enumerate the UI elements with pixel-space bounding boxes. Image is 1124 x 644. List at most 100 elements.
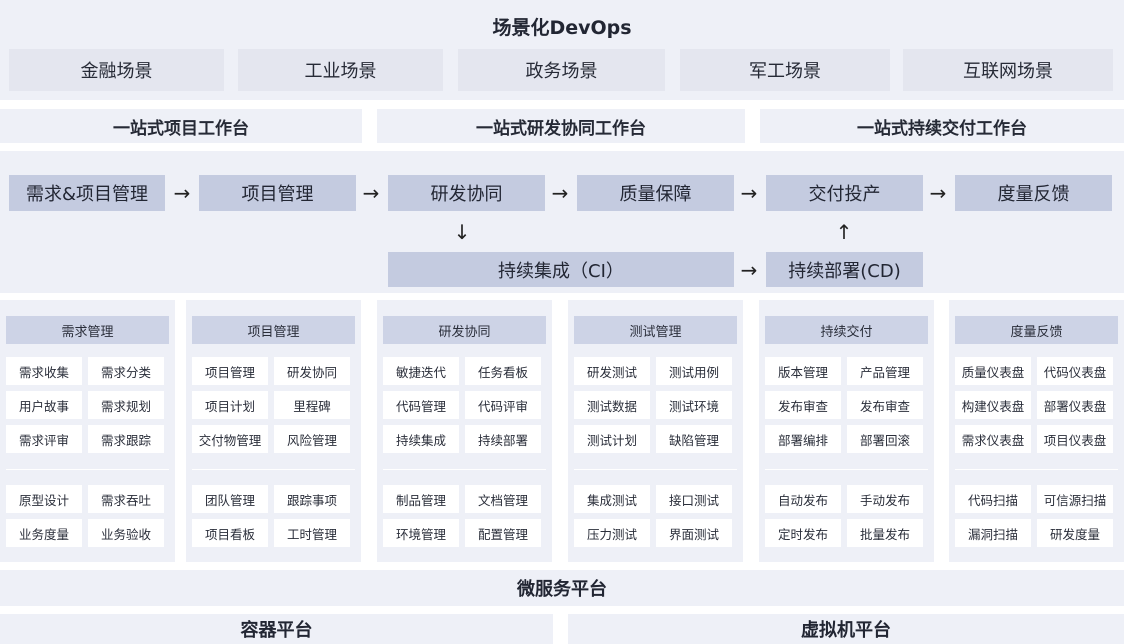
module-item: 需求仪表盘: [955, 425, 1031, 453]
module-item: 定时发布: [765, 519, 841, 547]
module-divider: [383, 469, 546, 470]
module-item: 敏捷迭代: [383, 357, 459, 385]
module-item: 压力测试: [574, 519, 650, 547]
module-item: 持续部署: [465, 425, 541, 453]
module-column: 度量反馈质量仪表盘代码仪表盘构建仪表盘部署仪表盘需求仪表盘项目仪表盘代码扫描可信…: [949, 300, 1124, 562]
scenario-finance: 金融场景: [9, 49, 224, 91]
flow-cd: 持续部署(CD): [766, 252, 923, 287]
flow-step-rd: 研发协同: [388, 175, 545, 211]
module-divider: [574, 469, 737, 470]
module-item: 测试用例: [656, 357, 732, 385]
module-item: 工时管理: [274, 519, 350, 547]
module-item: 制品管理: [383, 485, 459, 513]
module-item: 研发度量: [1037, 519, 1113, 547]
module-item: 部署编排: [765, 425, 841, 453]
module-item: 漏洞扫描: [955, 519, 1031, 547]
module-divider: [765, 469, 928, 470]
workbench-delivery: 一站式持续交付工作台: [760, 109, 1124, 143]
platform-vm: 虚拟机平台: [568, 614, 1124, 644]
module-item: 需求评审: [6, 425, 82, 453]
module-item: 团队管理: [192, 485, 268, 513]
page-title: 场景化DevOps: [492, 16, 632, 39]
flow-step-feedback: 度量反馈: [955, 175, 1112, 211]
platform-container: 容器平台: [0, 614, 553, 644]
module-item: 跟踪事项: [274, 485, 350, 513]
module-divider: [6, 469, 169, 470]
module-item: 业务验收: [88, 519, 164, 547]
module-item: 测试环境: [656, 391, 732, 419]
arrow-right-icon: →: [740, 181, 758, 205]
module-item: 项目仪表盘: [1037, 425, 1113, 453]
module-item: 代码评审: [465, 391, 541, 419]
flow-ci: 持续集成（CI）: [388, 252, 734, 287]
arrow-right-icon: →: [362, 181, 380, 205]
module-item: 测试计划: [574, 425, 650, 453]
workbench-rd: 一站式研发协同工作台: [377, 109, 745, 143]
module-column: 研发协同敏捷迭代任务看板代码管理代码评审持续集成持续部署制品管理文档管理环境管理…: [377, 300, 552, 562]
module-item: 界面测试: [656, 519, 732, 547]
module-item: 风险管理: [274, 425, 350, 453]
module-item: 需求分类: [88, 357, 164, 385]
module-item: 质量仪表盘: [955, 357, 1031, 385]
module-item: 自动发布: [765, 485, 841, 513]
flow-step-delivery: 交付投产: [766, 175, 923, 211]
module-item: 业务度量: [6, 519, 82, 547]
module-item: 部署仪表盘: [1037, 391, 1113, 419]
module-title: 持续交付: [765, 316, 928, 344]
module-item: 需求规划: [88, 391, 164, 419]
module-item: 版本管理: [765, 357, 841, 385]
module-divider: [955, 469, 1118, 470]
module-column: 测试管理研发测试测试用例测试数据测试环境测试计划缺陷管理集成测试接口测试压力测试…: [568, 300, 743, 562]
platform-microservice: 微服务平台: [0, 570, 1124, 606]
arrow-up-icon: ↑: [835, 220, 853, 244]
module-item: 项目看板: [192, 519, 268, 547]
module-item: 产品管理: [847, 357, 923, 385]
scenario-internet: 互联网场景: [903, 49, 1113, 91]
module-title: 项目管理: [192, 316, 355, 344]
module-item: 部署回滚: [847, 425, 923, 453]
module-item: 配置管理: [465, 519, 541, 547]
module-item: 环境管理: [383, 519, 459, 547]
flow-step-requirements: 需求&项目管理: [9, 175, 165, 211]
arrow-right-icon: →: [173, 181, 191, 205]
module-item: 需求收集: [6, 357, 82, 385]
module-item: 研发测试: [574, 357, 650, 385]
scenario-government: 政务场景: [458, 49, 665, 91]
workbench-project: 一站式项目工作台: [0, 109, 362, 143]
module-item: 里程碑: [274, 391, 350, 419]
module-column: 持续交付版本管理产品管理发布审查发布审查部署编排部署回滚自动发布手动发布定时发布…: [759, 300, 934, 562]
module-item: 任务看板: [465, 357, 541, 385]
module-item: 项目计划: [192, 391, 268, 419]
module-item: 原型设计: [6, 485, 82, 513]
module-column: 需求管理需求收集需求分类用户故事需求规划需求评审需求跟踪原型设计需求吞吐业务度量…: [0, 300, 175, 562]
module-divider: [192, 469, 355, 470]
module-item: 测试数据: [574, 391, 650, 419]
module-item: 代码管理: [383, 391, 459, 419]
arrow-right-icon: →: [929, 181, 947, 205]
module-grid: 需求管理需求收集需求分类用户故事需求规划需求评审需求跟踪原型设计需求吞吐业务度量…: [0, 300, 1124, 562]
arrow-right-icon: →: [551, 181, 569, 205]
module-item: 缺陷管理: [656, 425, 732, 453]
module-item: 项目管理: [192, 357, 268, 385]
module-title: 研发协同: [383, 316, 546, 344]
module-column: 项目管理项目管理研发协同项目计划里程碑交付物管理风险管理团队管理跟踪事项项目看板…: [186, 300, 361, 562]
module-item: 交付物管理: [192, 425, 268, 453]
module-item: 研发协同: [274, 357, 350, 385]
module-item: 发布审查: [847, 391, 923, 419]
module-item: 持续集成: [383, 425, 459, 453]
module-item: 可信源扫描: [1037, 485, 1113, 513]
module-title: 度量反馈: [955, 316, 1118, 344]
flow-step-quality: 质量保障: [577, 175, 734, 211]
module-item: 用户故事: [6, 391, 82, 419]
module-item: 批量发布: [847, 519, 923, 547]
module-item: 需求跟踪: [88, 425, 164, 453]
module-item: 构建仪表盘: [955, 391, 1031, 419]
module-item: 代码扫描: [955, 485, 1031, 513]
arrow-right-icon: →: [740, 257, 758, 282]
module-item: 集成测试: [574, 485, 650, 513]
module-title: 测试管理: [574, 316, 737, 344]
scenario-military: 军工场景: [680, 49, 890, 91]
module-item: 发布审查: [765, 391, 841, 419]
module-item: 手动发布: [847, 485, 923, 513]
module-item: 需求吞吐: [88, 485, 164, 513]
